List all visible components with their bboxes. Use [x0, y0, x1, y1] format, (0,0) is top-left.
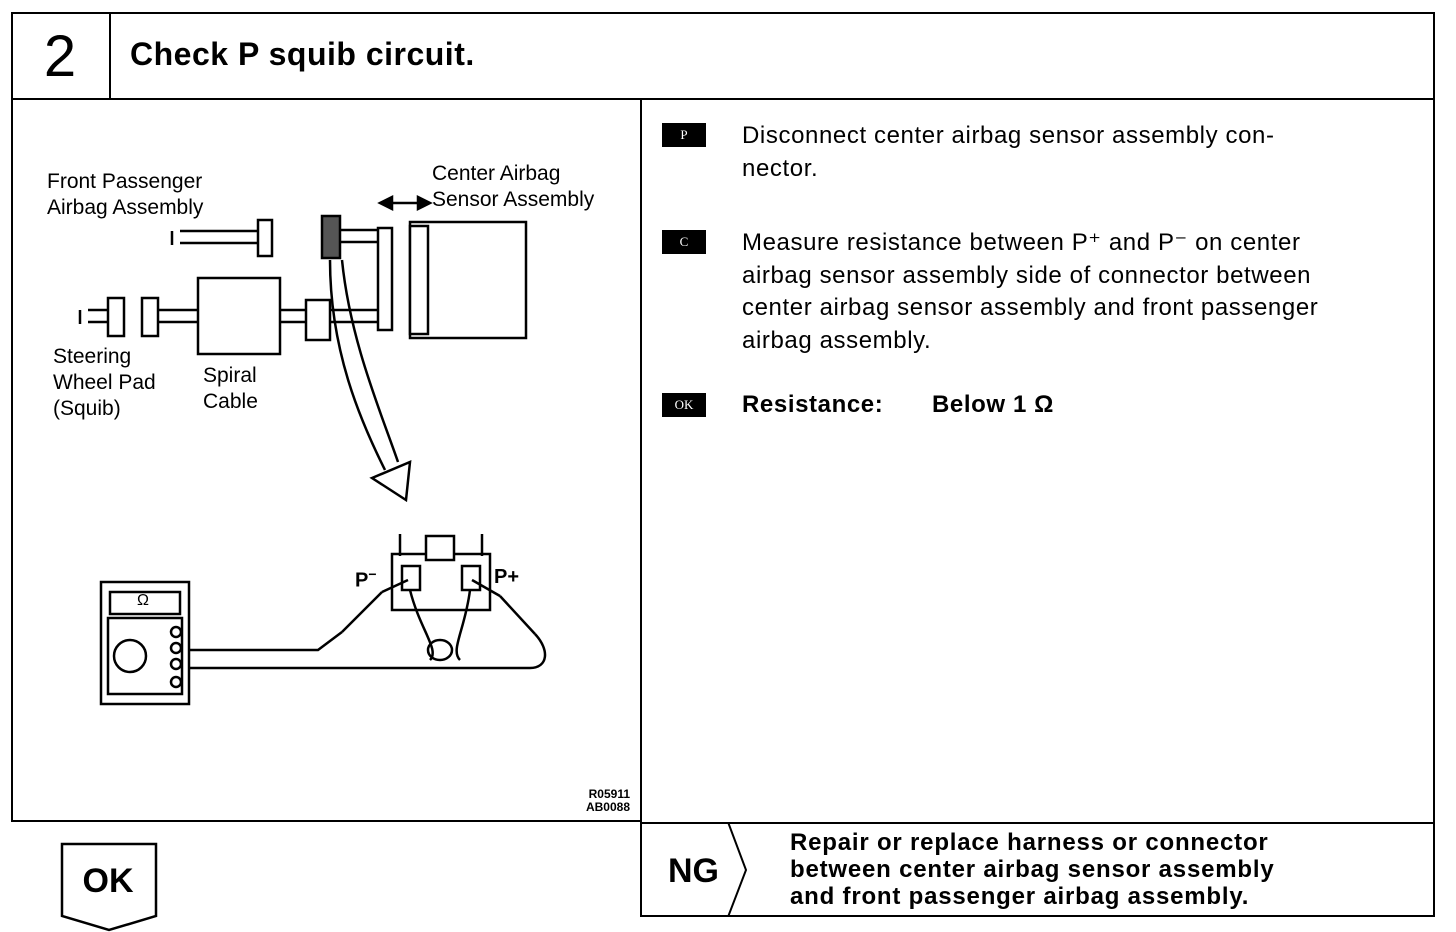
instruction-panel	[640, 100, 1435, 822]
steering-wheel-pad-label: Steering Wheel Pad (Squib)	[53, 345, 156, 420]
ng-result-box	[640, 822, 1435, 917]
center-airbag-sensor-label: Center Airbag Sensor Assembly	[432, 162, 595, 211]
ng-result-label: NG	[668, 852, 719, 890]
figure-codes: R05911 AB0088	[585, 787, 630, 814]
instruction-measure: Measure resistance between P⁺ and P⁻ on …	[742, 229, 1319, 354]
ohm-symbol: Ω	[137, 592, 149, 609]
spiral-cable-label: Spiral Cable	[203, 364, 258, 413]
diagram-panel	[11, 100, 642, 822]
step-header	[11, 12, 1435, 100]
step-number: 2	[11, 12, 111, 100]
ok-result-label: OK	[82, 862, 134, 900]
resistance-value: Below 1 Ω	[932, 391, 1055, 418]
p-plus-label: P+	[494, 566, 520, 588]
p-minus-label: P−	[355, 566, 377, 592]
step-title: Check P squib circuit.	[130, 36, 475, 72]
ok-arrow-icon	[60, 842, 158, 932]
instruction-disconnect: Disconnect center airbag sensor assembly…	[742, 122, 1275, 182]
ng-result-text: Repair or replace harness or connector b…	[790, 829, 1275, 910]
badge-c: C	[662, 230, 706, 254]
front-passenger-airbag-label: Front Passenger Airbag Assembly	[47, 170, 204, 219]
resistance-label: Resistance:	[742, 391, 884, 418]
ng-chevron-icon	[727, 822, 748, 917]
badge-ok: OK	[662, 393, 706, 417]
badge-p: P	[662, 123, 706, 147]
